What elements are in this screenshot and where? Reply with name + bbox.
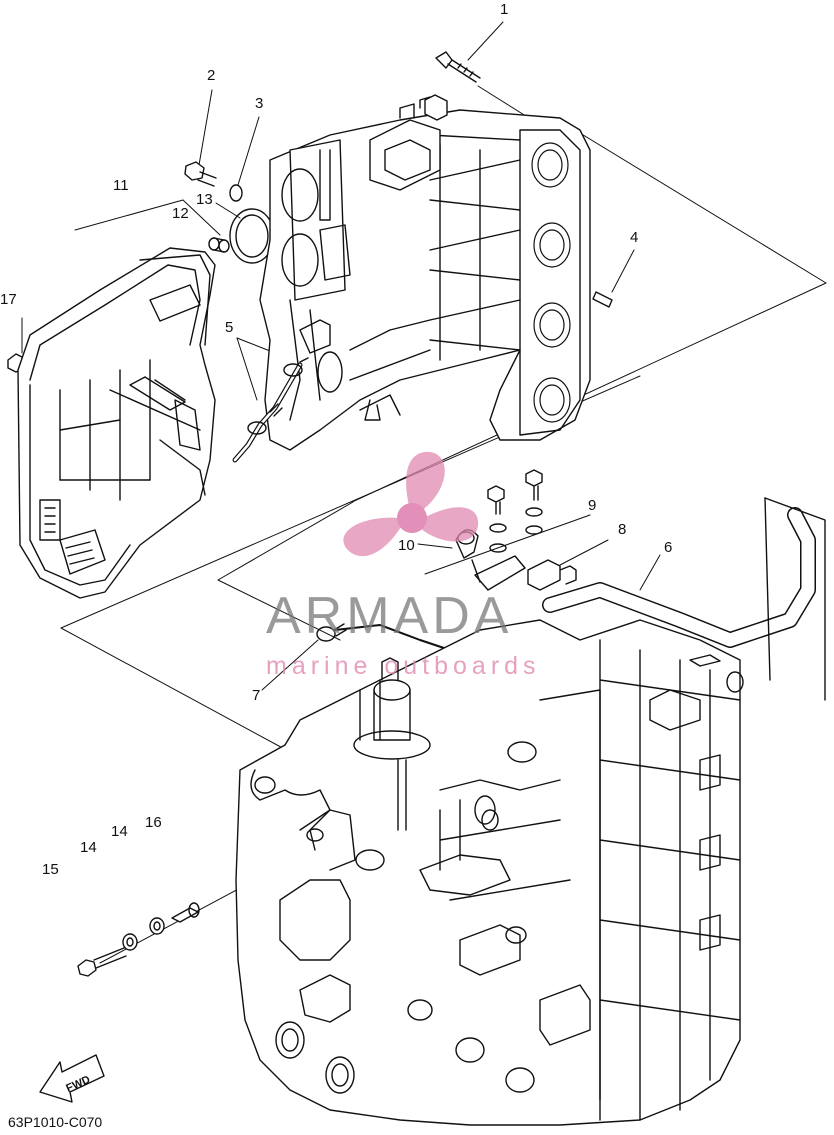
callout-12: 12 bbox=[172, 205, 189, 222]
hose-part-5 bbox=[232, 357, 309, 463]
callout-14a: 14 bbox=[80, 839, 97, 856]
callout-4: 4 bbox=[630, 229, 639, 246]
bracket-part-8 bbox=[527, 559, 577, 591]
callout-7: 7 bbox=[252, 687, 261, 704]
diagram-code: 63P1010-C070 bbox=[8, 1114, 103, 1130]
bolt-part-1 bbox=[435, 51, 481, 83]
callout-1: 1 bbox=[500, 1, 509, 18]
callout-2: 2 bbox=[207, 67, 216, 84]
callout-14b: 14 bbox=[111, 823, 128, 840]
oring-part-3 bbox=[229, 184, 243, 202]
intake-manifold bbox=[259, 94, 591, 451]
callout-15: 15 bbox=[42, 861, 59, 878]
callout-13: 13 bbox=[196, 191, 213, 208]
cylinder-block bbox=[235, 619, 744, 1126]
pin-part-4 bbox=[592, 291, 613, 308]
bolt-part-15 bbox=[77, 947, 127, 977]
bolt-part-2 bbox=[184, 161, 217, 187]
callout-11: 11 bbox=[113, 177, 129, 194]
callout-6: 6 bbox=[664, 539, 673, 556]
hose-part-6 bbox=[542, 497, 826, 701]
callout-9: 9 bbox=[588, 497, 597, 514]
callout-8: 8 bbox=[618, 521, 627, 538]
collar-part-12 bbox=[208, 237, 230, 253]
collar-part-14b bbox=[149, 917, 165, 935]
callout-10: 10 bbox=[398, 537, 415, 554]
callout-17: 17 bbox=[0, 291, 17, 308]
fwd-arrow-icon bbox=[39, 1054, 105, 1103]
watermark-propeller-icon bbox=[343, 451, 479, 557]
callout-5: 5 bbox=[225, 319, 234, 336]
collar-part-14a bbox=[122, 933, 138, 951]
callout-16: 16 bbox=[145, 814, 162, 831]
silencer-cover-part-11 bbox=[17, 247, 216, 599]
plate-part-9 bbox=[471, 555, 526, 591]
callout-3: 3 bbox=[255, 95, 264, 112]
watermark-title: ARMADA bbox=[266, 587, 513, 645]
bolts-upper bbox=[487, 469, 543, 553]
bolt-part-16 bbox=[171, 902, 200, 923]
watermark-subtitle: marine outboards bbox=[266, 652, 541, 680]
